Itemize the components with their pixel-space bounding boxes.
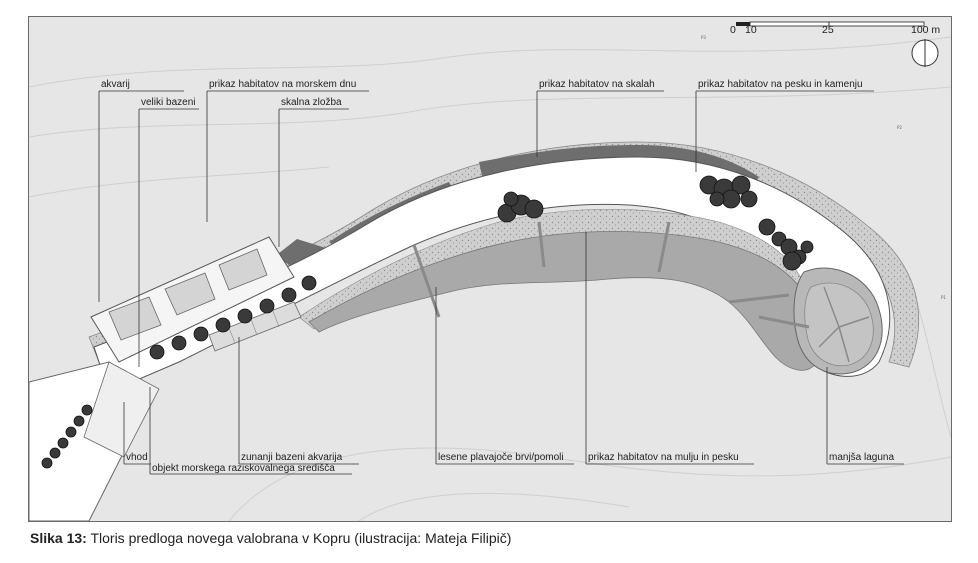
scale-tick-0: 0: [730, 24, 736, 36]
label-akvarij: akvarij: [101, 79, 130, 90]
label-lesene-brvi: lesene plavajoče brvi/pomoli: [438, 452, 564, 463]
label-objekt: objekt morskega raziskovalnega središča: [152, 463, 335, 474]
boulder-clusters: [41, 175, 814, 469]
scale-tick-25: 25: [822, 24, 834, 36]
scale-bar: 0 10 25 100 m: [730, 21, 940, 36]
caption-text: Tloris predloga novega valobrana v Kopru…: [86, 530, 512, 546]
lagoon-piers: [818, 286, 870, 363]
leader-lines: [98, 90, 904, 475]
wooden-floating-piers: [412, 221, 810, 329]
scale-tick-10: 10: [745, 24, 757, 36]
label-veliki-bazeni: veliki bazeni: [141, 97, 195, 108]
label-manjsa-laguna: manjša laguna: [829, 452, 894, 463]
marker-p3: P3: [701, 35, 706, 40]
label-vhod: vhod: [126, 452, 148, 463]
label-prikaz-morsko-dno: prikaz habitatov na morskem dnu: [209, 79, 356, 90]
caption-prefix: Slika 13:: [30, 530, 87, 546]
label-prikaz-skale: prikaz habitatov na skalah: [539, 79, 655, 90]
large-pools: [108, 248, 268, 341]
label-skalna-zlozba: skalna zložba: [281, 97, 342, 108]
site-plan: akvarij veliki bazeni prikaz habitatov n…: [28, 16, 952, 522]
label-zunanji-bazeni: zunanji bazeni akvarija: [241, 452, 343, 463]
marker-p2: P2: [897, 125, 902, 130]
scale-tick-100: 100 m: [911, 24, 940, 36]
breakwater-walkway: [93, 156, 891, 393]
rock-habitat-zone: [479, 145, 759, 192]
marker-p1: P1: [941, 295, 946, 300]
label-prikaz-pesek-kamenje: prikaz habitatov na pesku in kamenju: [698, 79, 863, 90]
label-prikaz-mulj-pesek: prikaz habitatov na mulju in pesku: [588, 452, 739, 463]
mud-sand-habitat-lagoon: [308, 231, 824, 371]
figure-caption: Slika 13: Tloris predloga novega valobra…: [30, 530, 511, 546]
north-arrow-icon: [911, 39, 939, 67]
